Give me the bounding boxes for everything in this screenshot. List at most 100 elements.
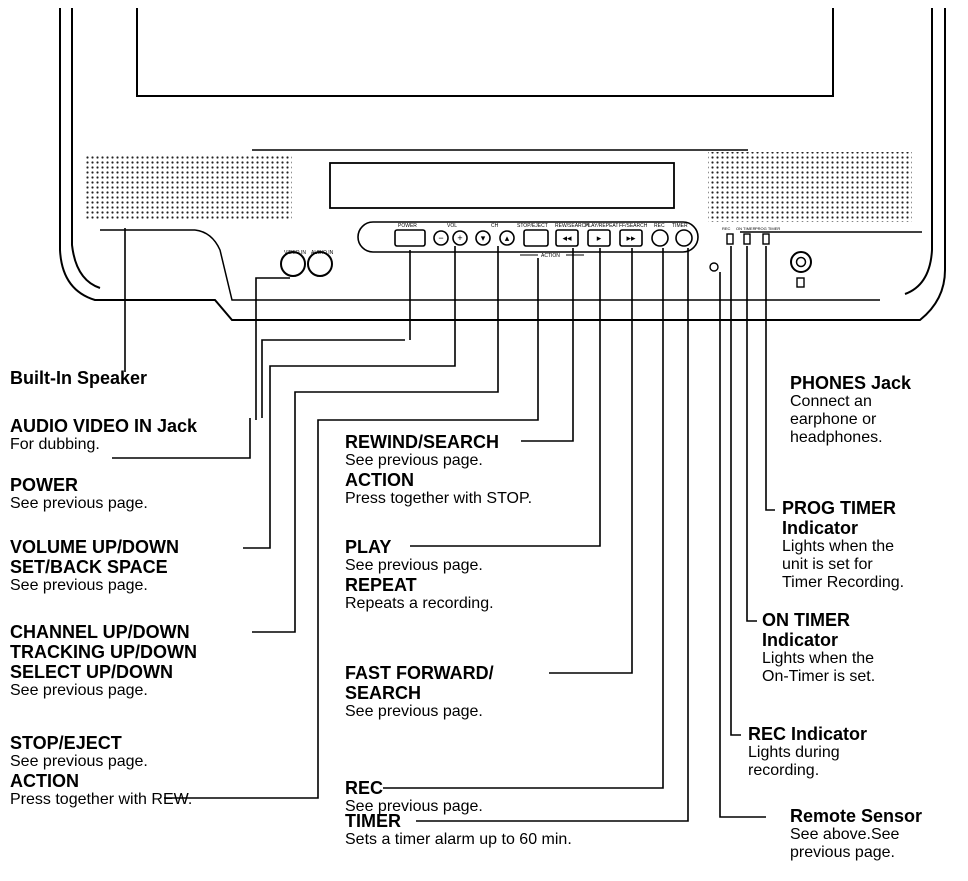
power-panel-label: POWER xyxy=(398,223,417,229)
prog-timer-indicator-lamp xyxy=(762,233,770,245)
audio-video-in-desc: For dubbing. xyxy=(10,436,100,454)
volume-up-button[interactable] xyxy=(452,230,468,246)
callout-volume: VOLUME UP/DOWN SET/BACK SPACE See previo… xyxy=(10,537,179,595)
callout-timer: TIMER Sets a timer alarm up to 60 min. xyxy=(345,811,572,849)
play-desc: See previous page. xyxy=(345,557,483,575)
prog-timer-indicator-title: Indicator xyxy=(782,518,859,539)
play-panel-label: PLAY/REPEAT xyxy=(585,223,618,229)
audio-in-label: AUDIO IN xyxy=(311,250,334,256)
timer-button[interactable] xyxy=(675,229,693,247)
set-back-space-title: SET/BACK SPACE xyxy=(10,557,168,578)
callout-rec-indicator: REC Indicator Lights during recording. xyxy=(748,724,867,780)
fast-forward-title: FAST FORWARD/ xyxy=(345,663,494,683)
channel-desc: See previous page. xyxy=(10,682,148,700)
fast-forward-desc: See previous page. xyxy=(345,703,483,721)
rewind-search-desc: See previous page. xyxy=(345,452,483,470)
on-timer-desc-line1: Lights when the xyxy=(762,650,875,668)
rewind-action-desc: Press together with STOP. xyxy=(345,490,533,508)
callout-fast-forward: FAST FORWARD/ SEARCH See previous page. xyxy=(345,663,494,721)
rec-title: REC xyxy=(345,778,384,798)
fast-forward-search-title: SEARCH xyxy=(345,683,422,704)
remote-sensor xyxy=(709,262,719,272)
rew-panel-label: REW/SEARCH xyxy=(555,223,589,229)
rec-indicator-title: REC Indicator xyxy=(748,724,868,744)
right-speaker-grille xyxy=(708,152,912,222)
fast-forward-search-button[interactable] xyxy=(619,229,643,247)
prog-timer-panel-label: PROG TIMER xyxy=(755,226,780,231)
play-repeat-button[interactable] xyxy=(587,229,611,247)
stop-eject-action-title: ACTION xyxy=(10,771,79,792)
prog-timer-desc-line3: Timer Recording. xyxy=(782,574,905,592)
select-title: SELECT UP/DOWN xyxy=(10,662,174,683)
tracking-title: TRACKING UP/DOWN xyxy=(10,642,197,663)
rewind-search-title: REWIND/SEARCH xyxy=(345,432,500,452)
ch-panel-label: CH xyxy=(491,223,499,229)
minus-icon: − xyxy=(438,233,443,243)
channel-up-button[interactable] xyxy=(499,230,515,246)
audio-video-in-title: AUDIO VIDEO IN Jack xyxy=(10,416,198,436)
phones-desc-line2: earphone or xyxy=(790,411,877,429)
down-icon: ▾ xyxy=(481,233,486,243)
channel-title: CHANNEL UP/DOWN xyxy=(10,622,190,642)
stop-eject-title: STOP/EJECT xyxy=(10,733,122,753)
rec-desc: See previous page. xyxy=(345,798,483,816)
volume-down-button[interactable] xyxy=(433,230,449,246)
callout-audio-video-in: AUDIO VIDEO IN Jack For dubbing. xyxy=(10,416,197,454)
video-in-label: VIDEO IN xyxy=(284,250,306,256)
power-desc: See previous page. xyxy=(10,495,148,513)
callout-builtin-speaker: Built-In Speaker xyxy=(10,368,147,388)
volume-desc: See previous page. xyxy=(10,577,148,595)
volume-title: VOLUME UP/DOWN xyxy=(10,537,179,557)
rec-indicator-desc-line2: recording. xyxy=(748,762,820,780)
remote-sensor-desc-line1: See above.See xyxy=(790,826,900,844)
callout-on-timer: ON TIMER Indicator Lights when the On-Ti… xyxy=(762,610,875,686)
remote-sensor-desc-line2: previous page. xyxy=(790,844,895,862)
rec-indicator-panel-label: REC xyxy=(722,226,731,231)
rec-panel-label: REC xyxy=(654,223,665,229)
on-timer-indicator-title: Indicator xyxy=(762,630,839,651)
rewind-icon: ◂◂ xyxy=(562,233,572,243)
repeat-title: REPEAT xyxy=(345,575,417,596)
channel-down-button[interactable] xyxy=(475,230,491,246)
on-timer-desc-line2: On-Timer is set. xyxy=(762,668,876,686)
stop-eject-button[interactable] xyxy=(523,229,549,247)
tv-cabinet-outline xyxy=(59,8,946,321)
callout-rewind-search: REWIND/SEARCH See previous page. ACTION … xyxy=(345,432,532,508)
rec-button[interactable] xyxy=(651,229,669,247)
left-speaker-grille xyxy=(86,156,292,220)
rewind-search-button[interactable] xyxy=(555,229,579,247)
rec-indicator-desc-line1: Lights during xyxy=(748,744,840,762)
on-timer-indicator-lamp xyxy=(743,233,751,245)
builtin-speaker-title: Built-In Speaker xyxy=(10,368,148,388)
timer-desc: Sets a timer alarm up to 60 min. xyxy=(345,831,572,849)
timer-panel-label: TIMER xyxy=(672,223,688,229)
callout-prog-timer: PROG TIMER Indicator Lights when the uni… xyxy=(782,498,904,592)
rewind-action-title: ACTION xyxy=(345,470,414,491)
fast-forward-icon: ▸▸ xyxy=(626,233,636,243)
repeat-desc: Repeats a recording. xyxy=(345,595,494,613)
power-title: POWER xyxy=(10,475,79,495)
callout-remote-sensor: Remote Sensor See above.See previous pag… xyxy=(790,806,922,862)
power-button[interactable] xyxy=(394,229,426,247)
callout-play: PLAY See previous page. REPEAT Repeats a… xyxy=(345,537,494,613)
action-panel-label: ACTION xyxy=(541,253,560,259)
on-timer-panel-label: ON TIMER xyxy=(736,226,756,231)
phones-jack-title: PHONES Jack xyxy=(790,373,912,393)
stop-eject-panel-label: STOP/EJECT xyxy=(517,223,548,229)
prog-timer-desc-line2: unit is set for xyxy=(782,556,873,574)
on-timer-title: ON TIMER xyxy=(762,610,850,630)
remote-sensor-title: Remote Sensor xyxy=(790,806,923,826)
leader-lines xyxy=(112,228,775,822)
phones-desc-line1: Connect an xyxy=(790,393,872,411)
stop-eject-action-desc: Press together with REW. xyxy=(10,791,193,809)
callout-phones-jack: PHONES Jack Connect an earphone or headp… xyxy=(790,373,911,447)
rec-indicator-lamp xyxy=(726,233,734,245)
up-icon: ▴ xyxy=(505,233,510,243)
play-title: PLAY xyxy=(345,537,392,557)
callout-stop-eject: STOP/EJECT See previous page. ACTION Pre… xyxy=(10,733,192,809)
callout-channel: CHANNEL UP/DOWN TRACKING UP/DOWN SELECT … xyxy=(10,622,197,700)
prog-timer-title: PROG TIMER xyxy=(782,498,897,518)
stop-eject-desc: See previous page. xyxy=(10,753,148,771)
